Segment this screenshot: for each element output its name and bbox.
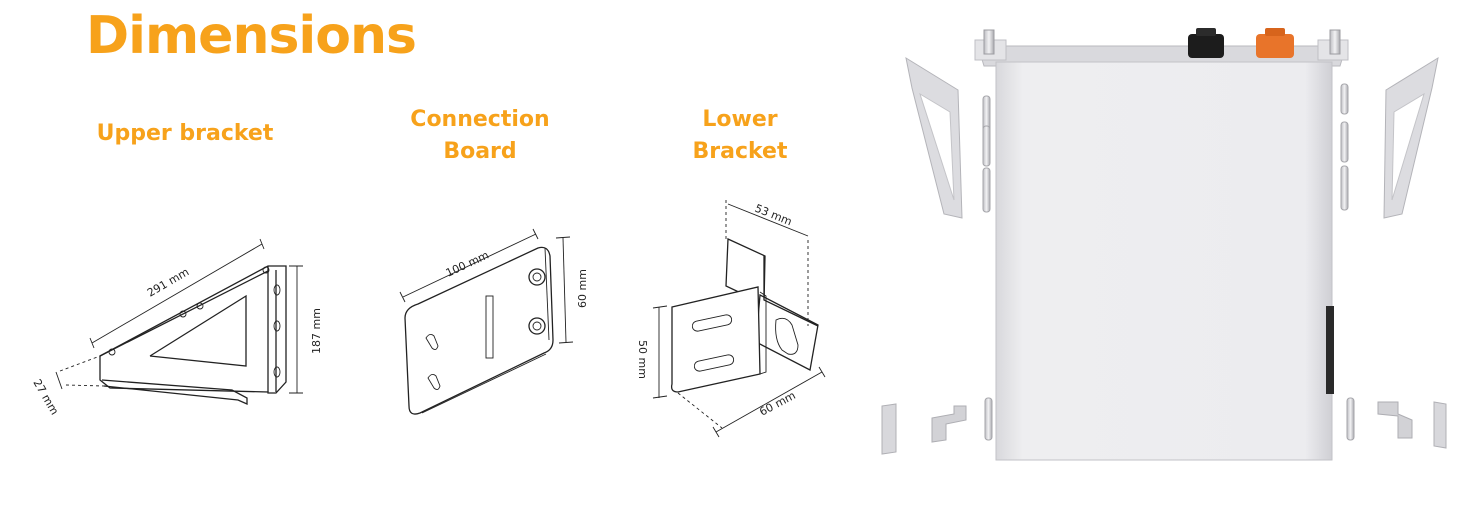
lower-bracket-label-line2: Bracket <box>692 139 788 164</box>
connection-board-label: Connection Board <box>395 104 565 168</box>
battery-enclosure <box>995 61 1333 461</box>
upper-bracket-offset-dim: 27 mm <box>30 377 61 417</box>
exploded-assembly-view <box>881 28 1447 461</box>
connection-board-drawing: 100 mm 60 mm <box>399 228 589 415</box>
lower-bracket-height-dim: 50 mm <box>636 340 649 379</box>
terminal-black-icon <box>1188 28 1224 58</box>
page-title: Dimensions <box>86 6 417 66</box>
lower-bracket-label-line1: Lower <box>702 107 778 132</box>
lower-bracket-label: Lower Bracket <box>670 104 810 168</box>
connection-board-label-line1: Connection <box>410 107 550 132</box>
upper-bracket-label: Upper bracket <box>80 118 290 150</box>
terminal-stud-lower <box>528 317 546 335</box>
upper-bracket-label-text: Upper bracket <box>96 121 274 146</box>
connection-board-height-dim: 60 mm <box>576 269 589 308</box>
lower-bracket-drawing: 53 mm 50 mm 60 mm <box>636 200 826 438</box>
connection-board-label-line2: Board <box>443 139 517 164</box>
upper-bracket-drawing: 291 mm 187 mm 27 mm <box>30 238 323 417</box>
upper-bracket-length-dim: 291 mm <box>145 265 191 299</box>
lower-bracket-depth-dim: 53 mm <box>753 202 794 229</box>
upper-bracket-height-dim: 187 mm <box>310 308 323 354</box>
terminal-stud-upper <box>528 268 546 286</box>
lower-bracket-width-dim: 60 mm <box>757 389 797 419</box>
terminal-orange-icon <box>1256 28 1294 58</box>
